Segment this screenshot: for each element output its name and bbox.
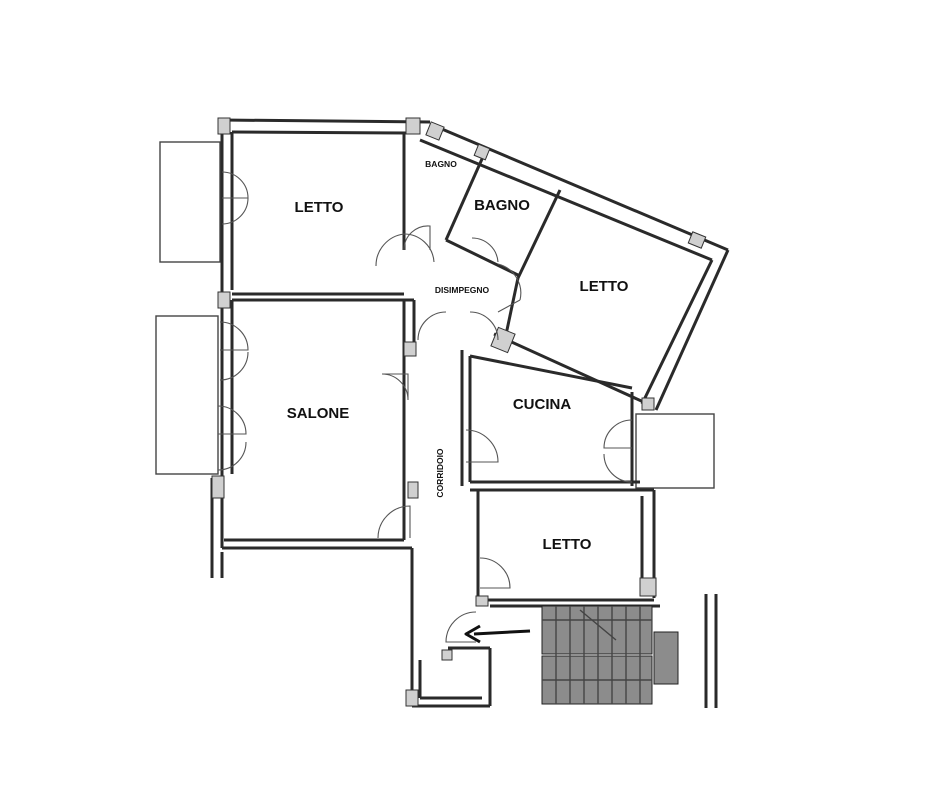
doors: [217, 171, 633, 643]
balcony-right: [635, 413, 715, 489]
arrow-left-icon: [464, 624, 531, 644]
room-label-bagno-large: BAGNO: [474, 197, 530, 214]
exterior-walls: [210, 118, 730, 708]
balcony-top-left: [159, 141, 221, 263]
room-label-salone: SALONE: [287, 405, 350, 422]
room-label-disimpegno: DISIMPEGNO: [435, 285, 490, 295]
pillars: [211, 117, 707, 707]
room-label-corridoio: CORRIDOIO: [435, 448, 445, 498]
staircase: [541, 605, 679, 705]
room-label-letto-top-left: LETTO: [295, 199, 344, 216]
room-label-letto-bottom: LETTO: [543, 536, 592, 553]
room-label-letto-right: LETTO: [580, 278, 629, 295]
room-label-cucina: CUCINA: [513, 396, 571, 413]
room-label-bagno-small: BAGNO: [425, 159, 457, 169]
balcony-middle-left: [155, 315, 219, 475]
